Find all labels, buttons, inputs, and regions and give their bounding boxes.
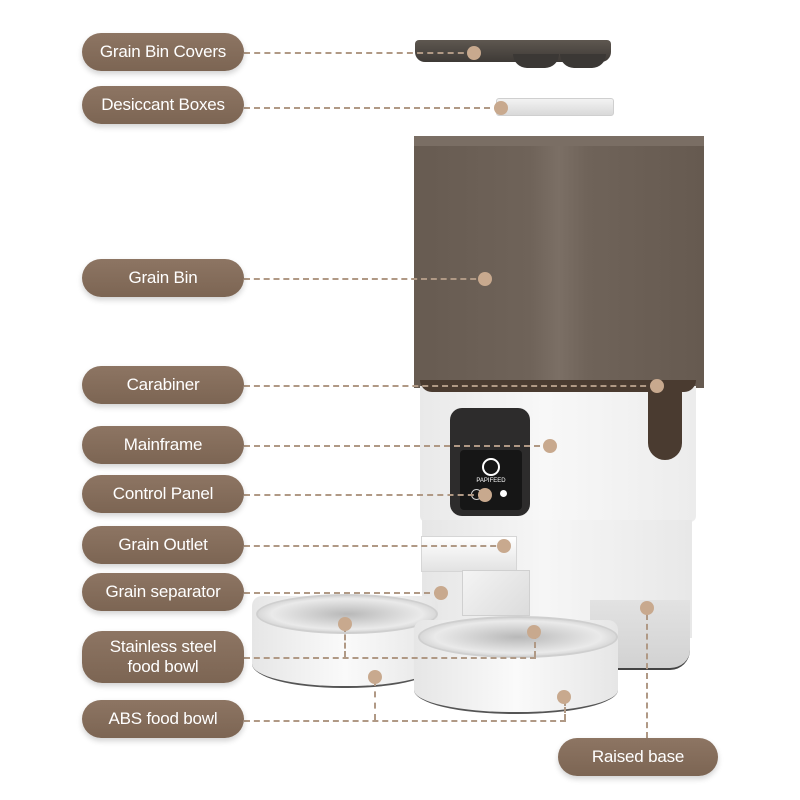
label-grain-bin-covers: Grain Bin Covers <box>82 33 244 71</box>
control-indicator-light <box>500 490 507 497</box>
brand-logo-icon <box>482 458 500 476</box>
callout-line-grain-separator <box>244 592 440 594</box>
grain-bin-cover-knob-left <box>513 54 559 68</box>
callout-dot-grain-bin <box>478 272 492 286</box>
callout-line-control-panel <box>244 494 484 496</box>
callout-line-covers <box>244 52 474 54</box>
label-stainless-steel-food-bowl: Stainless steel food bowl <box>82 631 244 683</box>
label-stainless-line2: food bowl <box>127 657 199 676</box>
callout-line-abs-bowl <box>244 720 566 722</box>
callout-vline-stainless-left <box>344 626 346 657</box>
callout-dot-desiccant <box>494 101 508 115</box>
callout-line-carabiner <box>244 385 656 387</box>
callout-vline-abs-right <box>564 700 566 720</box>
callout-dot-control-panel <box>478 488 492 502</box>
right-bowl-steel <box>418 616 618 658</box>
label-stainless-line1: Stainless steel <box>109 637 217 657</box>
label-grain-outlet: Grain Outlet <box>82 526 244 564</box>
grain-bin-rim <box>414 136 704 146</box>
callout-dot-carabiner <box>650 379 664 393</box>
callout-dot-raised-base <box>640 601 654 615</box>
label-mainframe: Mainframe <box>82 426 244 464</box>
callout-line-mainframe <box>244 445 550 447</box>
label-desiccant-boxes: Desiccant Boxes <box>82 86 244 124</box>
callout-dot-stainless-right <box>527 625 541 639</box>
callout-line-grain-bin <box>244 278 486 280</box>
label-raised-base: Raised base <box>558 738 718 776</box>
callout-vline-abs-left <box>374 680 376 720</box>
carabiner-shape <box>648 386 682 460</box>
callout-dot-grain-outlet <box>497 539 511 553</box>
callout-dot-covers <box>467 46 481 60</box>
callout-line-grain-outlet <box>244 545 506 547</box>
desiccant-box <box>496 98 614 116</box>
callout-dot-abs-left <box>368 670 382 684</box>
callout-dot-grain-separator <box>434 586 448 600</box>
callout-line-stainless-bowl <box>244 657 536 659</box>
callout-line-desiccant <box>244 107 500 109</box>
grain-separator-shape <box>462 570 530 616</box>
grain-bin-shape <box>414 136 704 388</box>
label-carabiner: Carabiner <box>82 366 244 404</box>
callout-vline-stainless-right <box>534 633 536 657</box>
callout-vline-raised-base <box>646 614 648 738</box>
grain-bin-cover-knob-right <box>560 54 606 68</box>
callout-dot-mainframe <box>543 439 557 453</box>
label-grain-separator: Grain separator <box>82 573 244 611</box>
callout-dot-abs-right <box>557 690 571 704</box>
label-control-panel: Control Panel <box>82 475 244 513</box>
label-abs-food-bowl: ABS food bowl <box>82 700 244 738</box>
label-grain-bin: Grain Bin <box>82 259 244 297</box>
brand-text: PAPIFEED <box>476 478 506 484</box>
callout-dot-stainless-left <box>338 617 352 631</box>
